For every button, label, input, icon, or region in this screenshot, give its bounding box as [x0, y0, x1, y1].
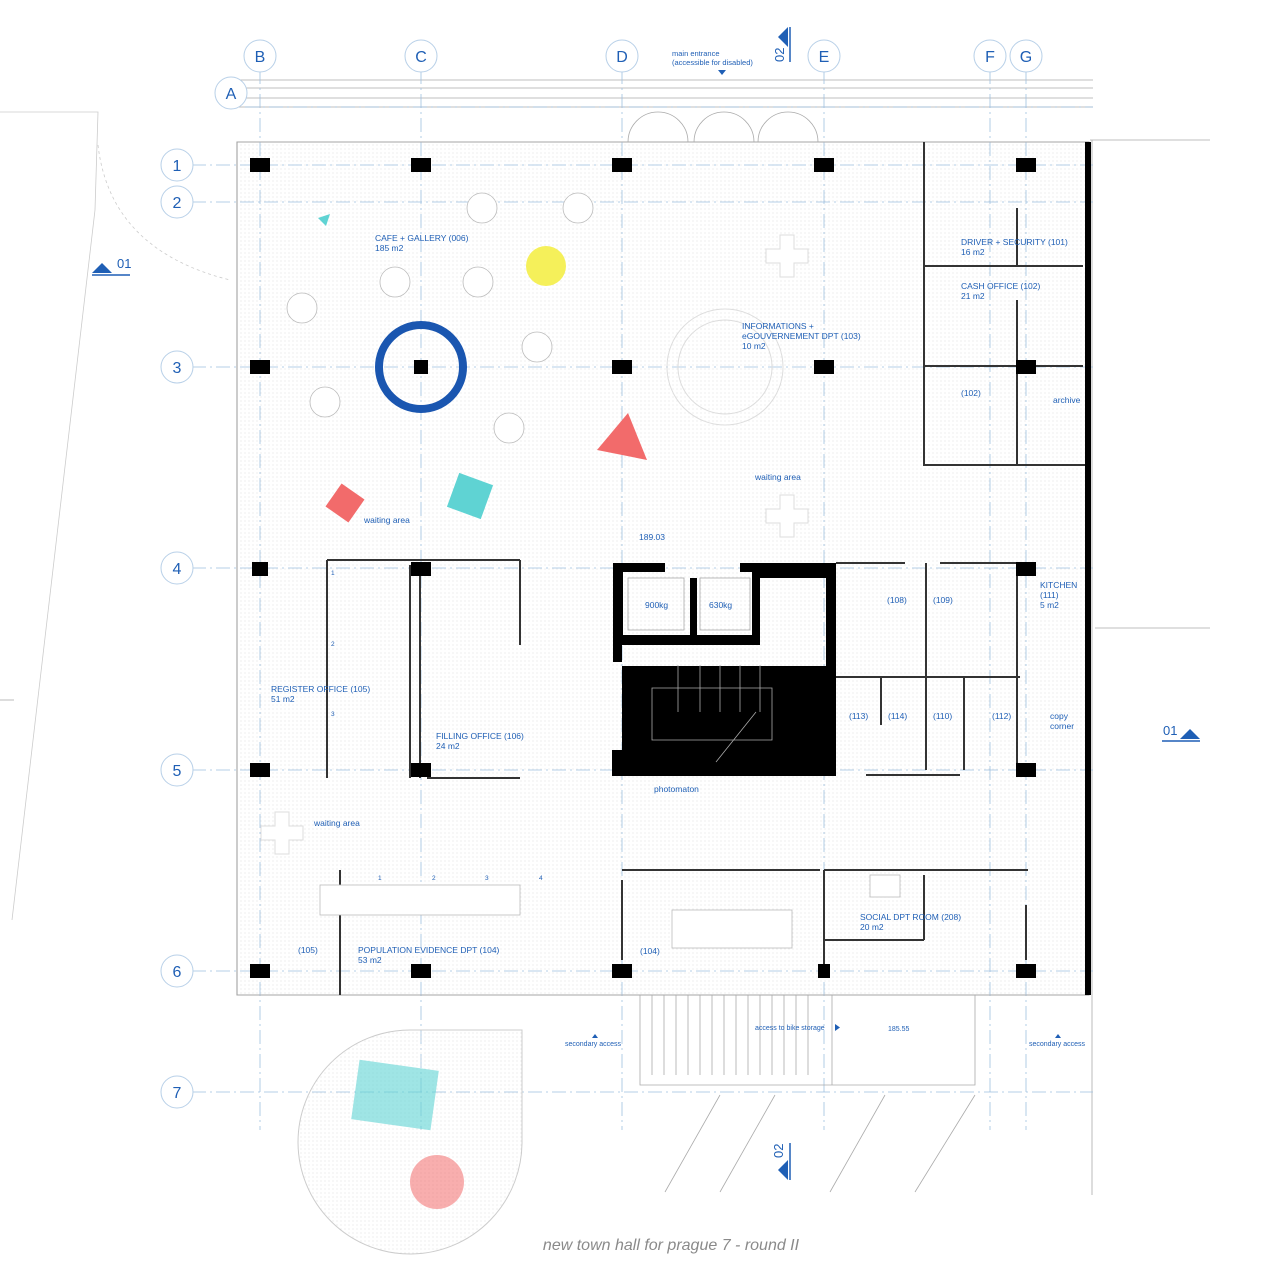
section-arrow-icon	[778, 1160, 788, 1180]
arrow-up-icon	[592, 1034, 598, 1038]
room-110: (110)	[933, 711, 952, 721]
room-114: (114)	[888, 711, 907, 721]
room-cash-name: CASH OFFICE (102)	[961, 281, 1041, 291]
section-arrow-icon	[92, 263, 112, 273]
room-104b: (104)	[640, 946, 660, 956]
copy-corner-line2: corner	[1050, 721, 1074, 731]
room-kitchen-name: KITCHEN	[1040, 580, 1077, 590]
copy-corner-line1: copy	[1050, 711, 1069, 721]
desk-number: 3	[485, 875, 489, 882]
room-kitchen-num: (111)	[1040, 590, 1059, 600]
grid-label-f: F	[985, 49, 995, 66]
level-upper: 189.03	[639, 532, 665, 542]
arrow-up-icon	[1055, 1034, 1061, 1038]
main-entrance: main entrance (accessible for disabled)	[627, 49, 819, 143]
walls	[237, 141, 1091, 1086]
section-markers: 01 01 02 02	[92, 27, 1200, 1180]
register-number: 3	[331, 711, 335, 718]
grid-label-g: G	[1020, 49, 1032, 66]
structural-columns	[250, 158, 1036, 978]
blue-ring	[375, 321, 467, 413]
red-square	[325, 483, 365, 523]
grid-label-2: 2	[173, 195, 182, 212]
room-filling-name: FILLING OFFICE (106)	[436, 731, 524, 741]
grid-label-c: C	[415, 49, 427, 66]
room-driver-name: DRIVER + SECURITY (101)	[961, 237, 1068, 247]
room-kitchen-area: 5 m2	[1040, 600, 1059, 610]
room-filling-area: 24 m2	[436, 741, 460, 751]
photomaton-label: photomaton	[654, 784, 699, 794]
room-112: (112)	[992, 711, 1011, 721]
grid-label-4: 4	[173, 561, 182, 578]
grid-label-d: D	[616, 49, 628, 66]
section-arrow-icon	[1180, 729, 1200, 739]
room-register-area: 51 m2	[271, 694, 295, 704]
grid-label-3: 3	[173, 360, 182, 377]
level-lower: 185.55	[888, 1026, 910, 1033]
bike-storage-access: access to bike storage	[755, 1025, 825, 1032]
desk-number: 4	[539, 875, 543, 882]
grid-label-a: A	[226, 86, 237, 103]
secondary-access-east: secondary access	[1029, 1041, 1086, 1048]
room-113: (113)	[849, 711, 868, 721]
room-population-name: POPULATION EVIDENCE DPT (104)	[358, 945, 500, 955]
entrance-label: main entrance	[672, 49, 720, 58]
room-105b: (105)	[298, 945, 318, 955]
room-population-area: 53 m2	[358, 955, 382, 965]
grid-label-5: 5	[173, 763, 182, 780]
grid-label-e: E	[819, 49, 830, 66]
room-cash-area: 21 m2	[961, 291, 985, 301]
grid-label-6: 6	[173, 964, 182, 981]
waiting-area-east: waiting area	[754, 472, 801, 482]
room-labels: CAFE + GALLERY (006) 185 m2 DRIVER + SEC…	[271, 233, 1086, 1048]
section-02-bottom: 02	[771, 1144, 786, 1158]
desk-number: 1	[378, 875, 382, 882]
yellow-disc	[526, 246, 566, 286]
room-social-name: SOCIAL DPT ROOM (208)	[860, 912, 961, 922]
room-102b: (102)	[961, 388, 981, 398]
room-register-name: REGISTER OFFICE (105)	[271, 684, 370, 694]
grid-label-7: 7	[173, 1085, 182, 1102]
red-triangle	[597, 413, 647, 460]
drawing-caption: new town hall for prague 7 - round II	[543, 1237, 800, 1254]
cyan-small	[318, 214, 330, 226]
section-01-left: 01	[117, 256, 131, 271]
room-cafe-name: CAFE + GALLERY (006)	[375, 233, 469, 243]
entrance-sublabel: (accessible for disabled)	[672, 58, 753, 67]
register-number: 2	[331, 641, 335, 648]
register-number: 1	[331, 570, 335, 577]
waiting-area-south: waiting area	[313, 818, 360, 828]
lift-small: 630kg	[709, 600, 732, 610]
grid-label-b: B	[255, 49, 266, 66]
arrow-right-icon	[835, 1024, 840, 1031]
room-108: (108)	[887, 595, 907, 605]
room-info-line2: eGOUVERNEMENT DPT (103)	[742, 331, 861, 341]
site-context	[0, 79, 1210, 1195]
cyan-square	[446, 472, 494, 520]
grid-bubbles: B C D E F G A 1 2 3 4 5 6 7	[160, 39, 1043, 1109]
room-social-area: 20 m2	[860, 922, 884, 932]
waiting-area-west: waiting area	[363, 515, 410, 525]
entrance-arrow-icon	[718, 70, 726, 75]
art-objects	[297, 214, 647, 1255]
section-arrow-icon	[778, 27, 788, 47]
grid-label-1: 1	[173, 158, 182, 175]
section-02-top: 02	[772, 48, 787, 62]
room-info-area: 10 m2	[742, 341, 766, 351]
desk-number: 2	[432, 875, 436, 882]
courtyard	[297, 1029, 523, 1255]
cyan-plaza-square	[351, 1059, 439, 1131]
room-109: (109)	[933, 595, 953, 605]
room-archive: archive	[1053, 395, 1081, 405]
room-cafe-area: 185 m2	[375, 243, 404, 253]
red-plaza-disc	[410, 1155, 464, 1209]
room-info-line1: INFORMATIONS +	[742, 321, 814, 331]
secondary-access-west: secondary access	[565, 1041, 622, 1048]
lift-large: 900kg	[645, 600, 668, 610]
section-01-right: 01	[1163, 723, 1177, 738]
room-driver-area: 16 m2	[961, 247, 985, 257]
furniture	[260, 192, 901, 949]
